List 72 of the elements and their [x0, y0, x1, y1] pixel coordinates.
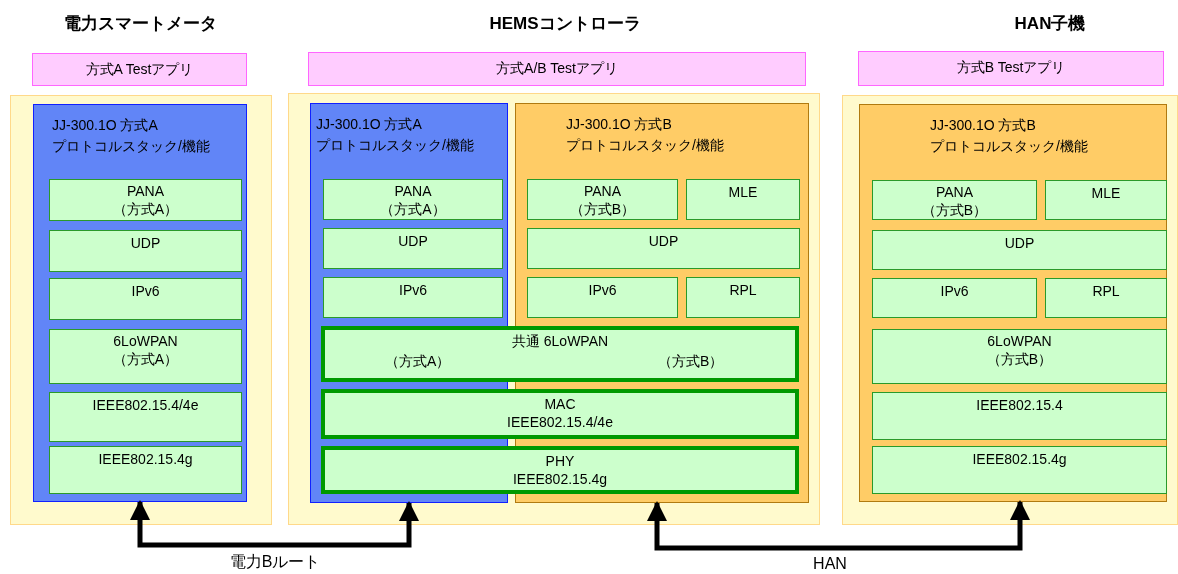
app-label: 方式B Testアプリ: [956, 58, 1066, 76]
layer-label: 6LoWPAN （方式B）: [986, 332, 1053, 368]
shared-layer-box: [321, 326, 799, 382]
layer-label: RPL: [729, 281, 757, 299]
layer-box: [872, 329, 1167, 384]
layer-label: MAC IEEE802.15.4/4e: [507, 395, 613, 431]
app-box: [858, 51, 1164, 86]
layer-box: [323, 228, 503, 269]
app-box: [308, 52, 806, 86]
layer-box: [872, 180, 1037, 220]
layer-label: IPv6: [131, 282, 160, 300]
layer-label: IPv6: [940, 282, 969, 300]
app-label: 方式A Testアプリ: [85, 60, 194, 78]
layer-label: IEEE802.15.4/4e: [92, 396, 199, 414]
layer-label: PANA （方式A）: [112, 182, 179, 218]
layer-box: [1045, 180, 1167, 220]
app-label: 方式A/B Testアプリ: [496, 59, 618, 77]
layer-label: 共通 6LoWPAN: [511, 332, 609, 350]
protocol-stack-panel: [859, 104, 1167, 502]
double-arrow: [647, 500, 1030, 551]
layer-box: [527, 228, 800, 269]
layer-label: （方式A）: [385, 352, 451, 370]
stack-heading: JJ-300.1O 方式A プロトコルスタック/機能: [316, 115, 474, 155]
layer-box: [872, 230, 1167, 270]
layer-label: IEEE802.15.4g: [98, 450, 193, 468]
stack-heading: JJ-300.1O 方式B プロトコルスタック/機能: [566, 115, 724, 155]
layer-label: UDP: [398, 232, 428, 250]
layer-box: [49, 329, 242, 384]
device-title: 電力スマートメータ: [63, 13, 217, 35]
layer-box: [1045, 278, 1167, 318]
layer-label: （方式B）: [658, 352, 724, 370]
device-title: HEMSコントローラ: [489, 13, 641, 35]
double-arrow: [130, 500, 419, 548]
layer-box: [527, 179, 678, 220]
layer-label: IEEE802.15.4g: [972, 450, 1067, 468]
layer-box: [323, 179, 503, 220]
layer-label: PHY IEEE802.15.4g: [512, 452, 608, 488]
layer-label: UDP: [648, 232, 679, 250]
device-title: HAN子機: [1014, 13, 1086, 35]
layer-label: IEEE802.15.4: [976, 396, 1063, 414]
layer-box: [686, 277, 800, 318]
layer-box: [49, 446, 242, 494]
layer-box: [872, 278, 1037, 318]
layer-label: PANA （方式A）: [380, 182, 446, 218]
layer-label: MLE: [1091, 184, 1121, 202]
shared-layer-box: [321, 389, 799, 439]
stack-heading: JJ-300.1O 方式A プロトコルスタック/機能: [52, 116, 210, 156]
layer-box: [49, 278, 242, 320]
layer-label: PANA （方式B）: [921, 183, 988, 219]
layer-box: [872, 446, 1167, 494]
layer-box: [686, 179, 800, 220]
layer-label: 6LoWPAN （方式A）: [112, 332, 179, 368]
layer-label: PANA （方式B）: [569, 182, 636, 218]
layer-label: UDP: [130, 234, 161, 252]
layer-box: [49, 392, 242, 442]
layer-box: [872, 392, 1167, 440]
layer-label: UDP: [1004, 234, 1035, 252]
layer-label: IPv6: [399, 281, 427, 299]
layer-label: MLE: [728, 183, 758, 201]
protocol-stack-panel: [33, 104, 247, 502]
layer-box: [49, 230, 242, 272]
app-box: [32, 53, 247, 86]
layer-box: [527, 277, 678, 318]
device-panel: [842, 95, 1178, 525]
shared-layer-box: [321, 446, 799, 494]
layer-box: [49, 179, 242, 221]
layer-box: [323, 277, 503, 318]
device-panel: [288, 93, 820, 525]
stack-heading: JJ-300.1O 方式B プロトコルスタック/機能: [930, 116, 1088, 156]
layer-label: IPv6: [588, 281, 617, 299]
layer-label: RPL: [1092, 282, 1120, 300]
device-panel: [10, 95, 272, 525]
